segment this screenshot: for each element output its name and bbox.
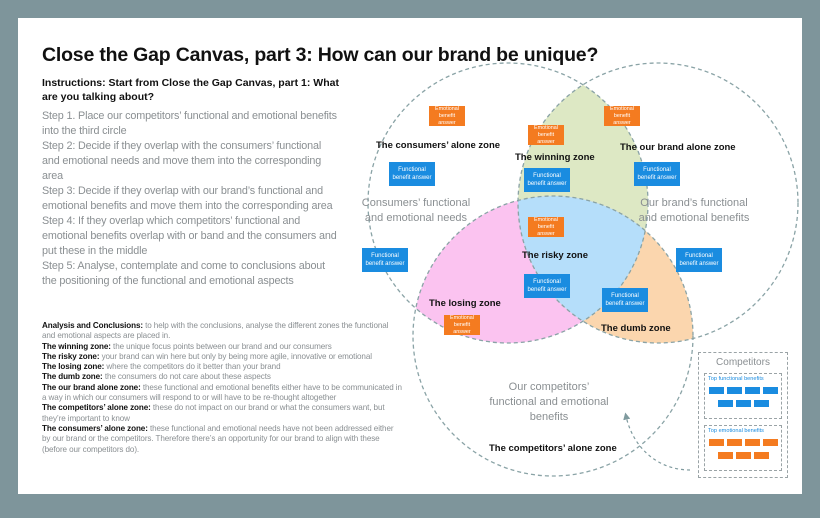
analysis-item: The our brand alone zone: these function… (42, 383, 402, 404)
analysis-item-label: The competitors’ alone zone: (42, 403, 151, 413)
mini-functional-sticker[interactable] (763, 387, 778, 394)
mini-emotional-sticker[interactable] (736, 452, 751, 459)
analysis-item-text: where the competitors do it better than … (106, 362, 281, 372)
analysis-heading-text: to help with the conclusions, analyse th… (42, 321, 389, 341)
functional-sticker[interactable]: Functional benefit answer (634, 162, 680, 186)
competitors-title: Competitors (716, 357, 770, 368)
analysis-item-text: these functional and emotional needs hav… (42, 423, 394, 454)
instructions-heading: Instructions: Start from Close the Gap C… (42, 77, 339, 103)
analysis-item-text: these functional and emotional benefits … (42, 382, 402, 403)
analysis-item-label: The risky zone: (42, 351, 100, 361)
analysis-item-label: The consumers’ alone zone: (42, 423, 148, 433)
analysis-item-text: the consumers do not care about these as… (104, 372, 271, 382)
step-2: Step 2: Decide if they overlap with the … (42, 140, 322, 182)
mini-functional-sticker[interactable] (745, 387, 760, 394)
zone-dumb: The dumb zone (601, 323, 671, 334)
functional-sticker[interactable]: Functional benefit answer (676, 248, 722, 272)
emotional-sticker[interactable]: Emotional benefit answer (528, 125, 564, 145)
mini-emotional-sticker[interactable] (745, 439, 760, 446)
mini-functional-sticker[interactable] (718, 400, 733, 407)
page-title: Close the Gap Canvas, part 3: How can ou… (42, 44, 599, 66)
analysis-item: The consumers’ alone zone: these functio… (42, 424, 402, 455)
analysis-item-label: The dumb zone: (42, 372, 103, 382)
mini-emotional-sticker[interactable] (754, 452, 769, 459)
emotional-sticker[interactable]: Emotional benefit answer (444, 315, 480, 335)
label-brand-circle: Our brand’s functional and emotional ben… (638, 197, 750, 224)
analysis-section: Analysis and Conclusions: to help with t… (42, 321, 402, 455)
consumers-circle (367, 62, 649, 344)
label-competitors-circle: Our competitors’ functional and emotiona… (489, 381, 609, 423)
top-emotional-box: Top emotional benefits (704, 425, 782, 471)
competitors-box: Competitors Top functional benefits Top … (698, 352, 788, 478)
functional-sticker[interactable]: Functional benefit answer (602, 288, 648, 312)
emotional-sticker[interactable]: Emotional benefit answer (429, 106, 465, 126)
analysis-item-label: The losing zone: (42, 362, 105, 372)
mini-functional-sticker[interactable] (727, 387, 742, 394)
analysis-item: The risky zone: your brand can win here … (42, 352, 402, 362)
step-4: Step 4: If they overlap which competitor… (42, 215, 337, 257)
emotional-sticker[interactable]: Emotional benefit answer (528, 217, 564, 237)
brand-circle (517, 62, 799, 344)
analysis-item: The losing zone: where the competitors d… (42, 362, 402, 372)
analysis-item-text: the unique focus points between our bran… (113, 341, 332, 351)
zone-competitors-alone: The competitors’ alone zone (489, 443, 617, 454)
functional-sticker[interactable]: Functional benefit answer (524, 168, 570, 192)
step-5: Step 5: Analyse, contemplate and come to… (42, 260, 326, 287)
label-consumers-circle: Consumers’ functional and emotional need… (361, 197, 471, 224)
mini-emotional-sticker[interactable] (727, 439, 742, 446)
zone-winning: The winning zone (515, 152, 595, 163)
top-emotional-title: Top emotional benefits (708, 428, 764, 434)
competitors-circle (412, 195, 694, 477)
analysis-item-text: your brand can win here but only by bein… (101, 351, 372, 361)
analysis-heading: Analysis and Conclusions: (42, 321, 143, 330)
mini-emotional-sticker[interactable] (718, 452, 733, 459)
analysis-item: The dumb zone: the consumers do not care… (42, 372, 402, 382)
top-functional-title: Top functional benefits (708, 376, 764, 382)
mini-emotional-sticker[interactable] (763, 439, 778, 446)
canvas-frame: Close the Gap Canvas, part 3: How can ou… (18, 18, 802, 494)
connector-arrow (623, 412, 691, 471)
mini-functional-sticker[interactable] (736, 400, 751, 407)
step-3: Step 3: Decide if they overlap with our … (42, 185, 333, 212)
step-1: Step 1. Place our competitors’ functiona… (42, 110, 337, 137)
top-functional-box: Top functional benefits (704, 373, 782, 419)
analysis-item: The winning zone: the unique focus point… (42, 342, 402, 352)
zone-consumers-alone: The consumers’ alone zone (376, 140, 501, 151)
zone-losing: The losing zone (429, 298, 501, 309)
zone-our-brand-alone: The our brand alone zone (620, 142, 736, 153)
emotional-sticker[interactable]: Emotional benefit answer (604, 106, 640, 126)
functional-sticker[interactable]: Functional benefit answer (389, 162, 435, 186)
steps-list: Step 1. Place our competitors’ functiona… (42, 109, 340, 289)
mini-functional-sticker[interactable] (709, 387, 724, 394)
mini-functional-sticker[interactable] (754, 400, 769, 407)
analysis-item-label: The winning zone: (42, 341, 111, 351)
zone-risky: The risky zone (522, 250, 588, 261)
mini-emotional-sticker[interactable] (709, 439, 724, 446)
analysis-item-label: The our brand alone zone: (42, 382, 141, 392)
functional-sticker[interactable]: Functional benefit answer (524, 274, 570, 298)
analysis-heading-line: Analysis and Conclusions: to help with t… (42, 321, 402, 342)
analysis-item: The competitors’ alone zone: these do no… (42, 403, 402, 424)
functional-sticker[interactable]: Functional benefit answer (362, 248, 408, 272)
analysis-item-text: these do not impact on our brand or what… (42, 403, 385, 423)
